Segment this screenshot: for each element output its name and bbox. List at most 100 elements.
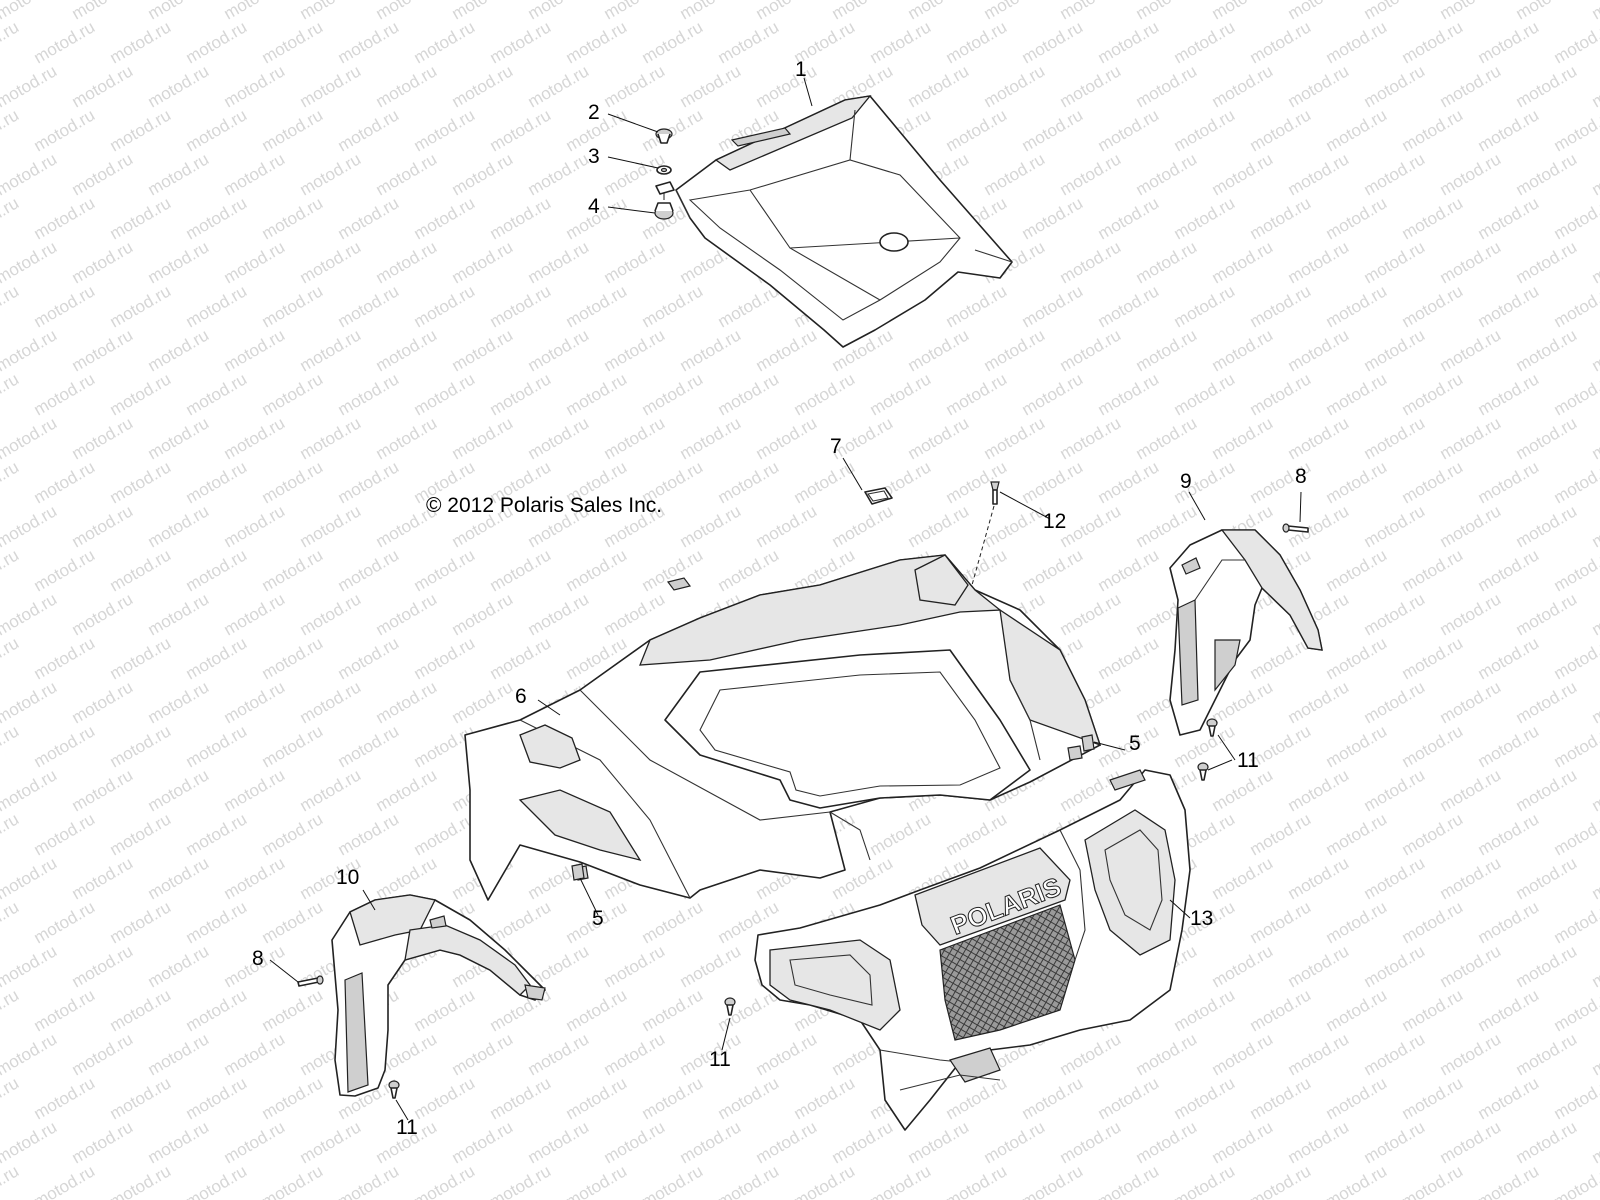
watermark-text: motod.ru [867, 1161, 935, 1200]
watermark-text: motod.ru [1019, 545, 1087, 595]
part-11-rivet-a [1206, 718, 1218, 737]
watermark-text: motod.ru [1133, 1029, 1201, 1079]
watermark-text: motod.ru [1247, 105, 1315, 155]
watermark-text: motod.ru [1361, 941, 1429, 991]
watermark-text: motod.ru [1551, 809, 1600, 859]
part-5-clip-left [571, 863, 585, 881]
watermark-text: motod.ru [1171, 105, 1239, 155]
watermark-text: motod.ru [1475, 281, 1543, 331]
watermark-text: motod.ru [1475, 1073, 1543, 1123]
watermark-text: motod.ru [69, 941, 137, 991]
leader-lines [269, 77, 1302, 1121]
watermark-text: motod.ru [1209, 149, 1277, 199]
watermark-text: motod.ru [449, 237, 517, 287]
callout-11-right: 11 [1237, 749, 1259, 772]
watermark-text: motod.ru [487, 545, 555, 595]
watermark-text: motod.ru [145, 237, 213, 287]
part-13-front-bumper: POLARIS [754, 769, 1191, 1131]
watermark-text: motod.ru [1513, 765, 1581, 815]
watermark-text: motod.ru [449, 0, 517, 23]
watermark-text: motod.ru [1437, 325, 1505, 375]
part-11-rivet-d [388, 1080, 400, 1099]
watermark-text: motod.ru [1589, 61, 1600, 111]
watermark-text: motod.ru [753, 325, 821, 375]
callout-8-right: 8 [1295, 465, 1307, 488]
watermark-text: motod.ru [981, 149, 1049, 199]
watermark-text: motod.ru [145, 413, 213, 463]
watermark-text: motod.ru [791, 1073, 859, 1123]
watermark-text: motod.ru [753, 0, 821, 23]
watermark-text: motod.ru [0, 1117, 60, 1167]
watermark-text: motod.ru [677, 501, 745, 551]
watermark-text: motod.ru [1209, 853, 1277, 903]
watermark-text: motod.ru [1209, 1117, 1277, 1167]
watermark-text: motod.ru [1399, 369, 1467, 419]
watermark-text: motod.ru [449, 61, 517, 111]
watermark-text: motod.ru [1551, 17, 1600, 67]
watermark-text: motod.ru [107, 633, 175, 683]
watermark-text: motod.ru [1285, 853, 1353, 903]
watermark-text: motod.ru [335, 281, 403, 331]
watermark-text: motod.ru [1475, 105, 1543, 155]
watermark-text: motod.ru [1323, 105, 1391, 155]
watermark-text: motod.ru [1323, 17, 1391, 67]
watermark-text: motod.ru [639, 105, 707, 155]
watermark-text: motod.ru [1513, 941, 1581, 991]
watermark-text: motod.ru [0, 1161, 22, 1200]
watermark-text: motod.ru [145, 677, 213, 727]
watermark-text: motod.ru [69, 149, 137, 199]
watermark-text: motod.ru [1209, 61, 1277, 111]
callout-5-right: 5 [1129, 732, 1141, 755]
watermark-text: motod.ru [1019, 457, 1087, 507]
watermark-text: motod.ru [1019, 17, 1087, 67]
watermark-text: motod.ru [791, 369, 859, 419]
watermark-text: motod.ru [1133, 237, 1201, 287]
watermark-text: motod.ru [1285, 941, 1353, 991]
watermark-text: motod.ru [1513, 1029, 1581, 1079]
watermark-text: motod.ru [943, 1161, 1011, 1200]
watermark-text: motod.ru [639, 897, 707, 947]
watermark-text: motod.ru [183, 193, 251, 243]
watermark-text: motod.ru [1361, 61, 1429, 111]
watermark-text: motod.ru [905, 413, 973, 463]
watermark-text: motod.ru [1285, 237, 1353, 287]
watermark-text: motod.ru [0, 765, 60, 815]
watermark-text: motod.ru [1437, 501, 1505, 551]
watermark-text: motod.ru [373, 61, 441, 111]
watermark-text: motod.ru [1019, 281, 1087, 331]
part-3-washer [656, 165, 672, 175]
watermark-text: motod.ru [1437, 1029, 1505, 1079]
watermark-text: motod.ru [639, 1073, 707, 1123]
watermark-text: motod.ru [1437, 941, 1505, 991]
watermark-text: motod.ru [601, 0, 669, 23]
watermark-text: motod.ru [1285, 1029, 1353, 1079]
part-2-fastener [655, 128, 673, 144]
watermark-text: motod.ru [31, 809, 99, 859]
watermark-text: motod.ru [563, 17, 631, 67]
callout-11-left: 11 [396, 1116, 418, 1139]
watermark-text: motod.ru [259, 369, 327, 419]
watermark-text: motod.ru [1361, 589, 1429, 639]
watermark-text: motod.ru [753, 413, 821, 463]
watermark-text: motod.ru [1437, 589, 1505, 639]
part-4-grommet [654, 181, 675, 220]
watermark-text: motod.ru [1209, 1029, 1277, 1079]
watermark-text: motod.ru [525, 149, 593, 199]
watermark-text: motod.ru [259, 105, 327, 155]
watermark-text: motod.ru [411, 633, 479, 683]
watermark-text: motod.ru [1323, 193, 1391, 243]
watermark-text: motod.ru [1057, 237, 1125, 287]
watermark-text: motod.ru [1323, 457, 1391, 507]
watermark-text: motod.ru [487, 897, 555, 947]
watermark-text: motod.ru [69, 853, 137, 903]
watermark-text: motod.ru [411, 985, 479, 1035]
watermark-text: motod.ru [1361, 0, 1429, 23]
watermark-text: motod.ru [1209, 325, 1277, 375]
watermark-text: motod.ru [221, 325, 289, 375]
watermark-text: motod.ru [1323, 633, 1391, 683]
watermark-text: motod.ru [1399, 809, 1467, 859]
watermark-text: motod.ru [183, 545, 251, 595]
watermark-text: motod.ru [1209, 765, 1277, 815]
watermark-text: motod.ru [601, 1117, 669, 1167]
watermark-text: motod.ru [1019, 105, 1087, 155]
